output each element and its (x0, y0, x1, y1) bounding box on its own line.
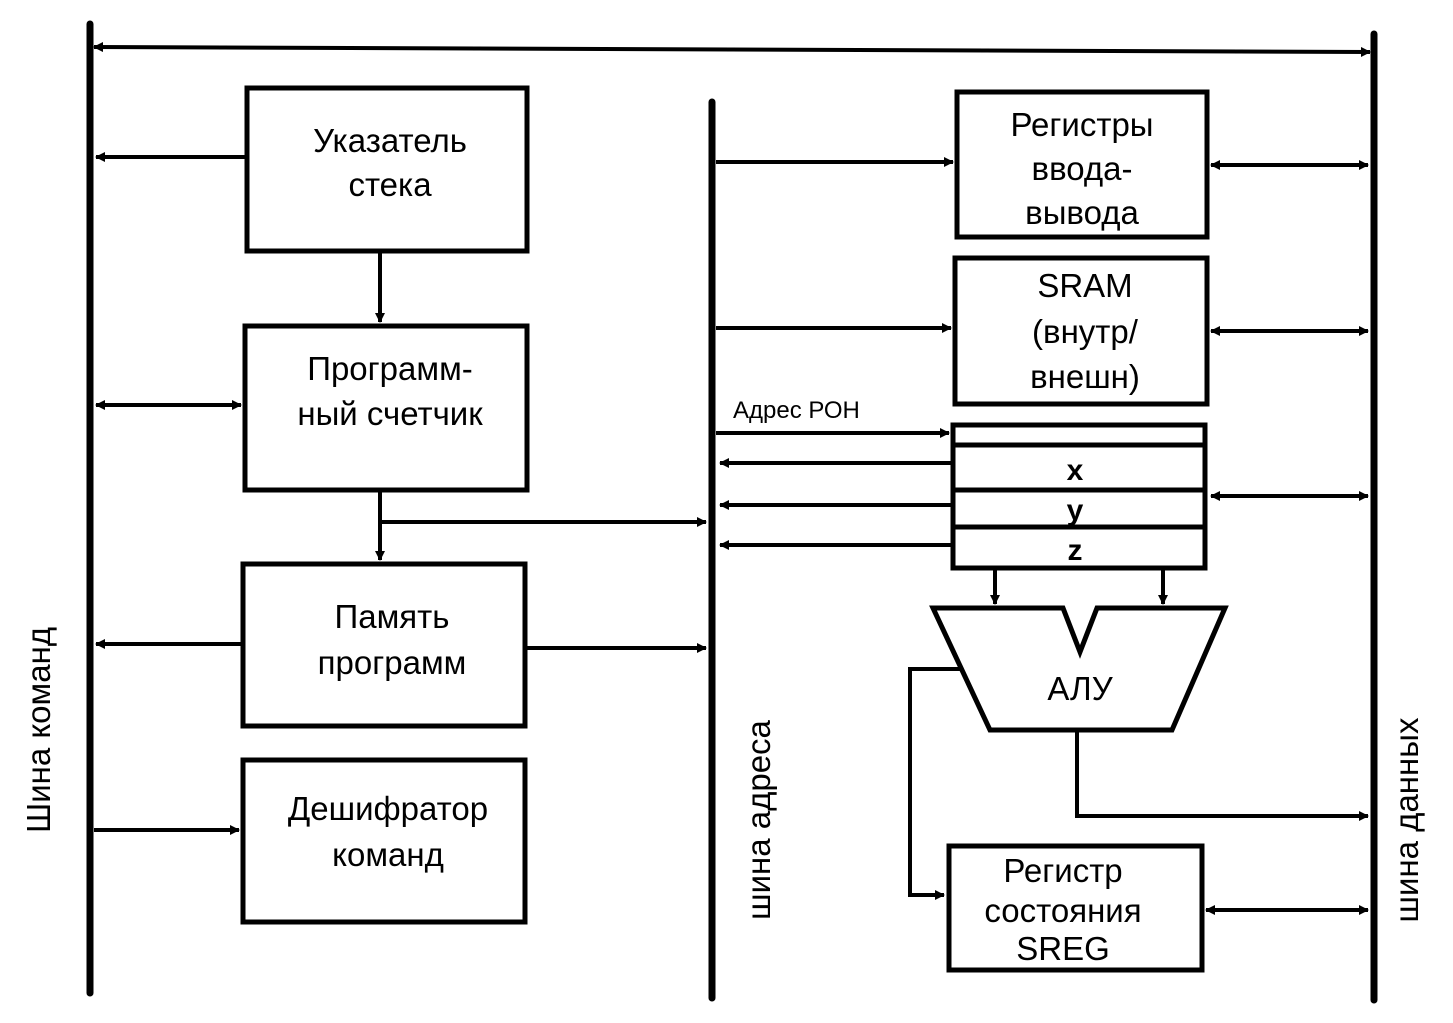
program-counter-line-2: ный счетчик (297, 395, 483, 432)
alu-label: АЛУ (1047, 670, 1113, 707)
io-registers-line-1: Регистры (1010, 106, 1153, 143)
status-register-line-1: Регистр (1003, 852, 1122, 889)
alu-block: АЛУ (929, 605, 1229, 733)
instruction-decoder-line-2: команд (332, 836, 444, 873)
gpr-address-label: Адрес РОН (733, 397, 860, 424)
sram-line-3: внешн) (1030, 358, 1140, 395)
stack-pointer-line-2: стека (348, 166, 432, 203)
command-data-link (93, 42, 1371, 57)
stack-pointer-block: Указатель стека (244, 85, 530, 254)
io-registers-block: Регистры ввода- вывода (954, 89, 1210, 240)
sram-block: SRAM (внутр/ внешн) (952, 255, 1210, 407)
register-y-label: y (1067, 494, 1084, 527)
sram-line-2: (внутр/ (1032, 313, 1139, 350)
command-bus-label: Шина команд (20, 627, 57, 833)
program-memory-block: Память программ (240, 561, 528, 729)
io-registers-line-3: вывода (1025, 194, 1139, 231)
status-register-line-3: SREG (1016, 930, 1110, 967)
instruction-decoder-line-1: Дешифратор (288, 790, 488, 827)
register-z-label: z (1068, 534, 1083, 567)
pc-to-address-bus (378, 492, 707, 527)
program-memory-line-1: Память (335, 598, 450, 635)
program-counter-line-1: Программ- (307, 350, 473, 387)
program-memory-line-2: программ (318, 644, 467, 681)
data-bus-label: шина данных (1388, 717, 1425, 922)
instruction-decoder-block: Дешифратор команд (240, 757, 528, 925)
status-register-block: Регистр состояния SREG (946, 843, 1205, 973)
program-counter-block: Программ- ный счетчик (242, 323, 530, 493)
sram-line-1: SRAM (1037, 267, 1132, 304)
stack-pointer-line-1: Указатель (313, 122, 467, 159)
alu-to-status-register (908, 667, 960, 900)
address-bus-label: шина адреса (740, 719, 777, 919)
io-registers-line-2: ввода- (1032, 150, 1133, 187)
alu-to-data-bus (1075, 732, 1369, 821)
register-x-label: x (1067, 454, 1084, 487)
status-register-line-2: состояния (984, 892, 1141, 929)
register-file-block: x y z (950, 422, 1208, 571)
